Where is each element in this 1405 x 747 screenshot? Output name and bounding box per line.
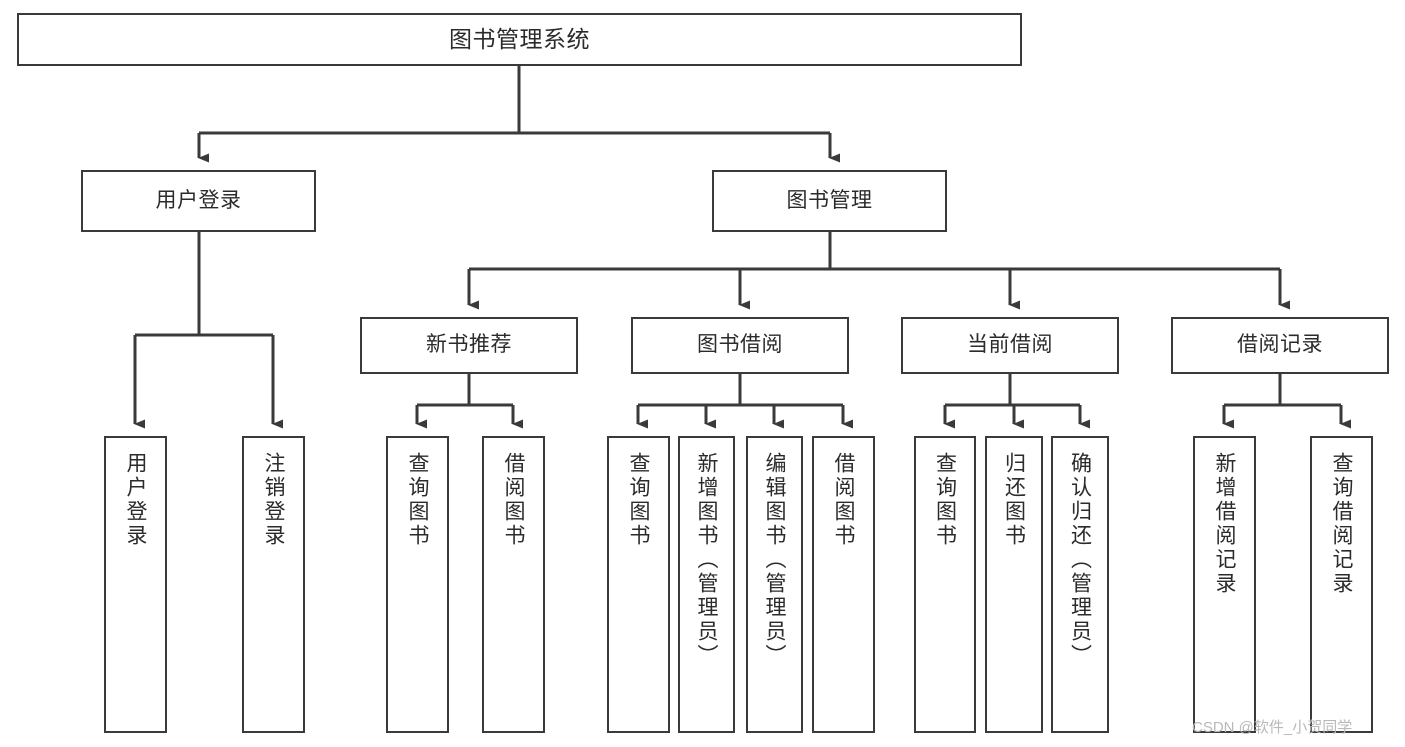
leaf-query-book-3[interactable]: 查询图书 — [914, 436, 976, 733]
node-user-login-label: 用户登录 — [155, 188, 242, 212]
leaf-user-login-label: 用户登录 — [124, 452, 147, 548]
leaf-confirm-return-label: 确认归还（管理员） — [1068, 452, 1092, 668]
leaf-add-book-label: 新增图书（管理员） — [695, 452, 718, 668]
node-book-manage-label: 图书管理 — [786, 188, 873, 212]
watermark: CSDN @软件_小贺同学 — [1192, 719, 1353, 736]
leaf-return-book[interactable]: 归还图书 — [985, 436, 1043, 733]
node-current-borrow-label: 当前借阅 — [967, 333, 1053, 357]
leaf-query-book-1[interactable]: 查询图书 — [386, 436, 449, 733]
leaf-add-record-label: 新增借阅记录 — [1213, 452, 1236, 596]
leaf-edit-book-label: 编辑图书（管理员） — [763, 452, 786, 668]
node-new-book-rec[interactable]: 新书推荐 — [360, 317, 578, 374]
node-borrow-record[interactable]: 借阅记录 — [1171, 317, 1389, 374]
leaf-add-record[interactable]: 新增借阅记录 — [1193, 436, 1256, 733]
node-current-borrow[interactable]: 当前借阅 — [901, 317, 1119, 374]
leaf-add-book[interactable]: 新增图书（管理员） — [678, 436, 735, 733]
leaf-query-book-2-label: 查询图书 — [627, 452, 650, 548]
leaf-confirm-return[interactable]: 确认归还（管理员） — [1051, 436, 1109, 733]
leaf-logout-label: 注销登录 — [262, 452, 285, 548]
leaf-return-book-label: 归还图书 — [1002, 452, 1026, 548]
leaf-user-login[interactable]: 用户登录 — [104, 436, 167, 733]
leaf-edit-book[interactable]: 编辑图书（管理员） — [746, 436, 803, 733]
node-new-book-rec-label: 新书推荐 — [426, 333, 512, 357]
node-book-manage[interactable]: 图书管理 — [712, 170, 947, 232]
node-root-label: 图书管理系统 — [449, 25, 590, 52]
leaf-borrow-book-2-label: 借阅图书 — [832, 452, 855, 548]
leaf-borrow-book-2[interactable]: 借阅图书 — [812, 436, 875, 733]
node-book-borrow[interactable]: 图书借阅 — [631, 317, 849, 374]
leaf-logout[interactable]: 注销登录 — [242, 436, 305, 733]
leaf-query-book-1-label: 查询图书 — [406, 452, 429, 548]
node-user-login[interactable]: 用户登录 — [81, 170, 316, 232]
leaf-query-record[interactable]: 查询借阅记录 — [1310, 436, 1373, 733]
leaf-query-book-2[interactable]: 查询图书 — [607, 436, 670, 733]
leaf-query-record-label: 查询借阅记录 — [1330, 452, 1353, 596]
node-root[interactable]: 图书管理系统 — [17, 13, 1022, 66]
node-book-borrow-label: 图书借阅 — [697, 333, 783, 357]
leaf-query-book-3-label: 查询图书 — [933, 452, 957, 548]
node-borrow-record-label: 借阅记录 — [1237, 333, 1323, 357]
leaf-borrow-book-1-label: 借阅图书 — [502, 452, 525, 548]
leaf-borrow-book-1[interactable]: 借阅图书 — [482, 436, 545, 733]
